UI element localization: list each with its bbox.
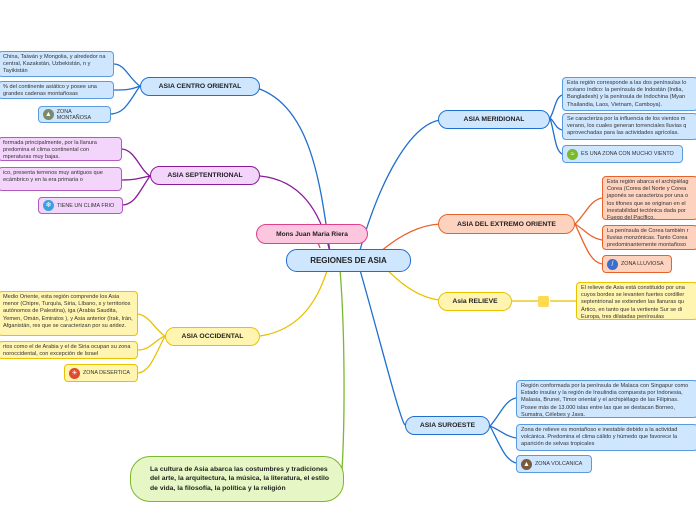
- occidental-text-1: Medio Oriente, esta región comprende los…: [0, 291, 138, 336]
- suroeste-text-2: Zona de relieve es montañoso e inestable…: [516, 424, 696, 451]
- zona-desertica-tag: ☀ ZONA DESERTICA: [64, 364, 138, 382]
- septentrional-text-1: formada principalmente, por la llanura p…: [0, 137, 122, 161]
- volcano-icon: ▲: [521, 458, 532, 470]
- asia-occidental-node[interactable]: ASIA OCCIDENTAL: [165, 327, 260, 346]
- mucho-viento-label: ES UNA ZONA CON MUCHO VIENTO: [581, 151, 674, 157]
- clima-frio-tag: ❄ TIENE UN CLIMA FRIO: [38, 197, 123, 214]
- asia-centro-oriental-node[interactable]: ASIA CENTRO ORIENTAL: [140, 77, 260, 96]
- zona-montanosa-tag: ▲ ZONA MONTAÑOSA: [38, 106, 111, 123]
- centro-oriental-text-1: China, Taiwán y Mongolia, y alrededor na…: [0, 51, 114, 77]
- wind-icon: ≈: [567, 148, 578, 160]
- extremo-oriente-text-2: La península de Corea también r lluvias …: [602, 225, 696, 250]
- asia-septentrional-node[interactable]: ASIA SEPTENTRIONAL: [150, 166, 260, 185]
- asia-suroeste-node[interactable]: ASIA SUROESTE: [405, 416, 490, 435]
- zona-lluviosa-label: ZONA LLUVIOSA: [621, 261, 664, 267]
- occidental-text-2: rtos como el de Arabia y el de Siria ocu…: [0, 341, 138, 359]
- asia-extremo-oriente-node[interactable]: ASIA DEL EXTREMO ORIENTE: [438, 214, 575, 234]
- author-node[interactable]: Mons Juan Maria Riera: [256, 224, 368, 244]
- centro-oriental-text-2: % del continente asiático y posee una gr…: [0, 81, 114, 99]
- asia-meridional-node[interactable]: ASIA MERIDIONAL: [438, 110, 550, 129]
- mucho-viento-tag: ≈ ES UNA ZONA CON MUCHO VIENTO: [562, 145, 683, 163]
- mountain-icon: ▲: [43, 109, 54, 120]
- zona-montanosa-label: ZONA MONTAÑOSA: [56, 108, 92, 121]
- meridional-text-1: Esta región corresponde a las dos peníns…: [562, 77, 696, 111]
- septentrional-text-2: ico, presenta terrenos muy antiguos que …: [0, 167, 122, 191]
- culture-note[interactable]: La cultura de Asia abarca las costumbres…: [130, 456, 344, 502]
- cold-icon: ❄: [43, 200, 54, 211]
- meridional-text-2: Se caracteriza por la influencia de los …: [562, 113, 696, 140]
- extremo-oriente-text-1: Esta región abarca el archipiélag Corea …: [602, 176, 696, 220]
- relieve-text: El relieve de Asia está constituido por …: [576, 282, 696, 320]
- central-topic[interactable]: REGIONES DE ASIA: [286, 249, 411, 272]
- asia-relieve-node[interactable]: Asia RELIEVE: [438, 292, 512, 311]
- zona-volcanica-label: ZONA VOLCANICA: [535, 461, 583, 467]
- clima-frio-label: TIENE UN CLIMA FRIO: [57, 202, 115, 209]
- rain-icon: /: [607, 258, 618, 270]
- zona-desertica-label: ZONA DESERTICA: [83, 370, 130, 376]
- zona-volcanica-tag: ▲ ZONA VOLCANICA: [516, 455, 592, 473]
- suroeste-text-1: Región conformada por la península de Ma…: [516, 380, 696, 418]
- desert-icon: ☀: [69, 367, 80, 379]
- zona-lluviosa-tag: / ZONA LLUVIOSA: [602, 255, 672, 273]
- relieve-connector-square: [538, 296, 549, 307]
